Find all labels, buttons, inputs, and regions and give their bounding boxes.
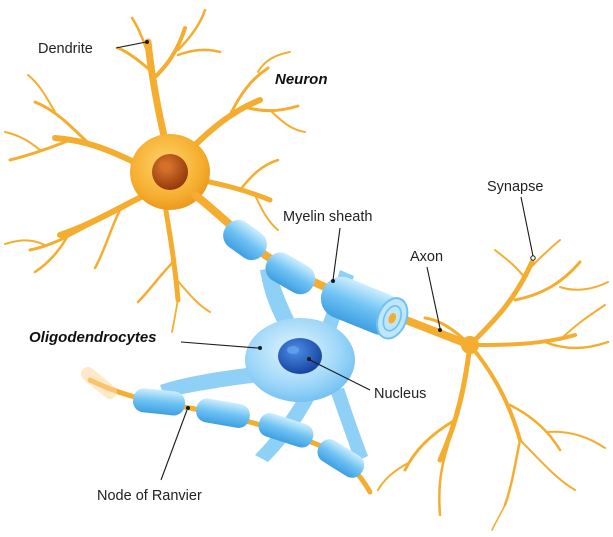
myelin-sheath-segment-1 xyxy=(223,219,267,261)
label-myelin-sheath: Myelin sheath xyxy=(283,209,372,283)
oligodendrocyte-nucleolus xyxy=(287,346,299,354)
label-dendrite: Dendrite xyxy=(38,40,149,57)
oligodendrocyte-nucleus xyxy=(278,338,322,374)
label-synapse-text: Synapse xyxy=(487,179,543,195)
label-neuron: Neuron xyxy=(275,71,328,88)
neuron-nucleus xyxy=(152,154,188,190)
lower-axon xyxy=(81,367,373,495)
label-dendrite-text: Dendrite xyxy=(38,41,93,57)
label-oligodendrocytes-text: Oligodendrocytes xyxy=(29,329,157,346)
label-nucleus: Nucleus xyxy=(307,357,426,402)
neuron-nucleolus xyxy=(159,161,169,171)
lower-sheath-segment-3 xyxy=(258,413,314,448)
label-node-of-ranvier: Node of Ranvier xyxy=(97,406,202,504)
label-nucleus-text: Nucleus xyxy=(374,386,426,402)
label-neuron-text: Neuron xyxy=(275,71,328,88)
oligodendrocyte xyxy=(160,268,368,462)
lower-sheath-segment-4 xyxy=(317,439,365,478)
label-myelin-sheath-text: Myelin sheath xyxy=(283,209,372,225)
myelin-sheath-segment-3 xyxy=(320,276,409,340)
axon-terminal xyxy=(377,239,610,531)
label-axon: Axon xyxy=(410,249,443,332)
label-axon-text: Axon xyxy=(410,249,443,265)
label-node-of-ranvier-text: Node of Ranvier xyxy=(97,488,202,504)
lower-sheath-segment-2 xyxy=(196,398,250,428)
label-oligodendrocytes: Oligodendrocytes xyxy=(29,329,262,350)
myelin-sheath-segment-2 xyxy=(265,252,316,295)
upper-axon xyxy=(191,191,474,349)
label-synapse: Synapse xyxy=(487,179,543,261)
lower-sheath-segment-1 xyxy=(132,388,186,416)
